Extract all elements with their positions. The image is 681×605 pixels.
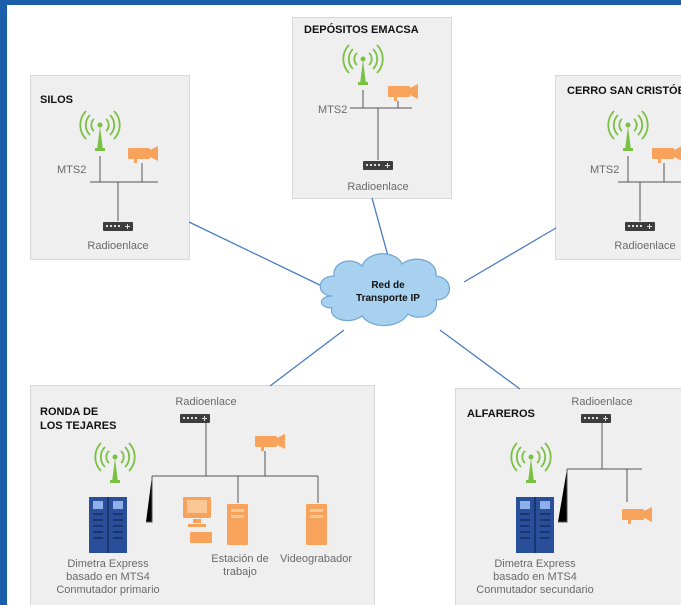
site-ronda-graphics xyxy=(89,413,327,553)
link-depositos xyxy=(371,197,389,257)
link-cerro xyxy=(463,227,557,283)
workstation-label: Estación de trabajo xyxy=(211,553,268,579)
server-label-ronda-line1: Dimetra Express xyxy=(67,558,149,570)
radio-label-ronda: Radioenlace xyxy=(175,396,237,408)
network-cloud-icon xyxy=(319,253,451,327)
antenna-tower-icon xyxy=(607,110,649,152)
cloud-label-line1: Red de xyxy=(371,280,405,291)
cloud-label-line2: Transporte IP xyxy=(356,293,420,304)
video-camera-icon xyxy=(622,507,652,524)
radio-link-device-icon xyxy=(179,413,211,424)
video-camera-icon xyxy=(128,146,158,163)
server-label-alfareros-line1: Dimetra Express xyxy=(494,558,576,570)
server-label-alfareros-line2: basado en MTS4 xyxy=(493,571,577,583)
radio-label-silos: Radioenlace xyxy=(87,240,149,252)
radio-label-depositos: Radioenlace xyxy=(347,181,409,193)
link-silos xyxy=(188,221,327,289)
server-rack-icon xyxy=(89,497,127,553)
network-links xyxy=(188,197,557,390)
video-camera-icon xyxy=(255,434,285,451)
site-title-silos: SILOS xyxy=(40,94,74,106)
site-box-cerro xyxy=(555,75,681,260)
radio-link-device-icon xyxy=(580,413,612,424)
link-alfareros xyxy=(439,329,521,390)
cloud-label: Red de Transporte IP xyxy=(356,279,420,305)
radio-label-alfareros: Radioenlace xyxy=(571,396,633,408)
desktop-computer-icon xyxy=(183,497,212,543)
site-depositos-graphics xyxy=(342,44,418,171)
server-label-alfareros-line3: Conmutador secundario xyxy=(476,584,594,596)
radio-link-device-icon xyxy=(624,221,656,232)
server-rack-icon xyxy=(516,497,554,553)
site-title-ronda-line2: LOS TEJARES xyxy=(40,420,117,432)
link-ronda xyxy=(269,329,345,387)
video-camera-icon xyxy=(652,146,681,163)
workstation-label-line1: Estación de xyxy=(211,553,269,565)
server-label-alfareros: Dimetra Express basado en MTS4 Conmutado… xyxy=(476,558,593,597)
site-title-alfareros: ALFAREROS xyxy=(467,408,535,420)
recorder-label: Videograbador xyxy=(280,553,352,565)
antenna-tower-icon xyxy=(510,442,552,484)
antenna-tower-icon xyxy=(79,110,121,152)
site-box-alfareros xyxy=(455,388,681,605)
site-title-depositos: DEPÓSITOS EMACSA xyxy=(304,24,419,36)
site-title-ronda: RONDA DE LOS TEJARES xyxy=(40,405,116,433)
server-label-ronda-line2: basado en MTS4 xyxy=(66,571,150,583)
site-silos-graphics xyxy=(79,110,158,232)
mts-label-depositos: MTS2 xyxy=(318,104,348,116)
workstation-label-line2: trabajo xyxy=(223,566,257,578)
mts-label-silos: MTS2 xyxy=(57,164,87,176)
video-camera-icon xyxy=(388,84,418,101)
radio-link-device-icon xyxy=(102,221,134,232)
mts-label-cerro: MTS2 xyxy=(590,164,620,176)
tower-pc-icon xyxy=(306,504,327,545)
frame-border-top xyxy=(0,0,681,5)
antenna-tower-icon xyxy=(342,44,384,86)
tower-pc-icon xyxy=(227,504,248,545)
site-title-cerro: CERRO SAN CRISTÓBAL xyxy=(567,85,681,97)
server-label-ronda-line3: Conmutador primario xyxy=(56,584,160,596)
server-label-ronda: Dimetra Express basado en MTS4 Conmutado… xyxy=(56,558,159,597)
antenna-tower-icon xyxy=(94,442,136,484)
frame-border-left xyxy=(0,0,7,605)
site-title-ronda-line1: RONDA DE xyxy=(40,406,99,418)
site-cerro-graphics xyxy=(607,110,681,232)
radio-link-device-icon xyxy=(362,160,394,171)
site-alfareros-graphics xyxy=(510,413,652,553)
radio-label-cerro: Radioenlace xyxy=(614,240,676,252)
